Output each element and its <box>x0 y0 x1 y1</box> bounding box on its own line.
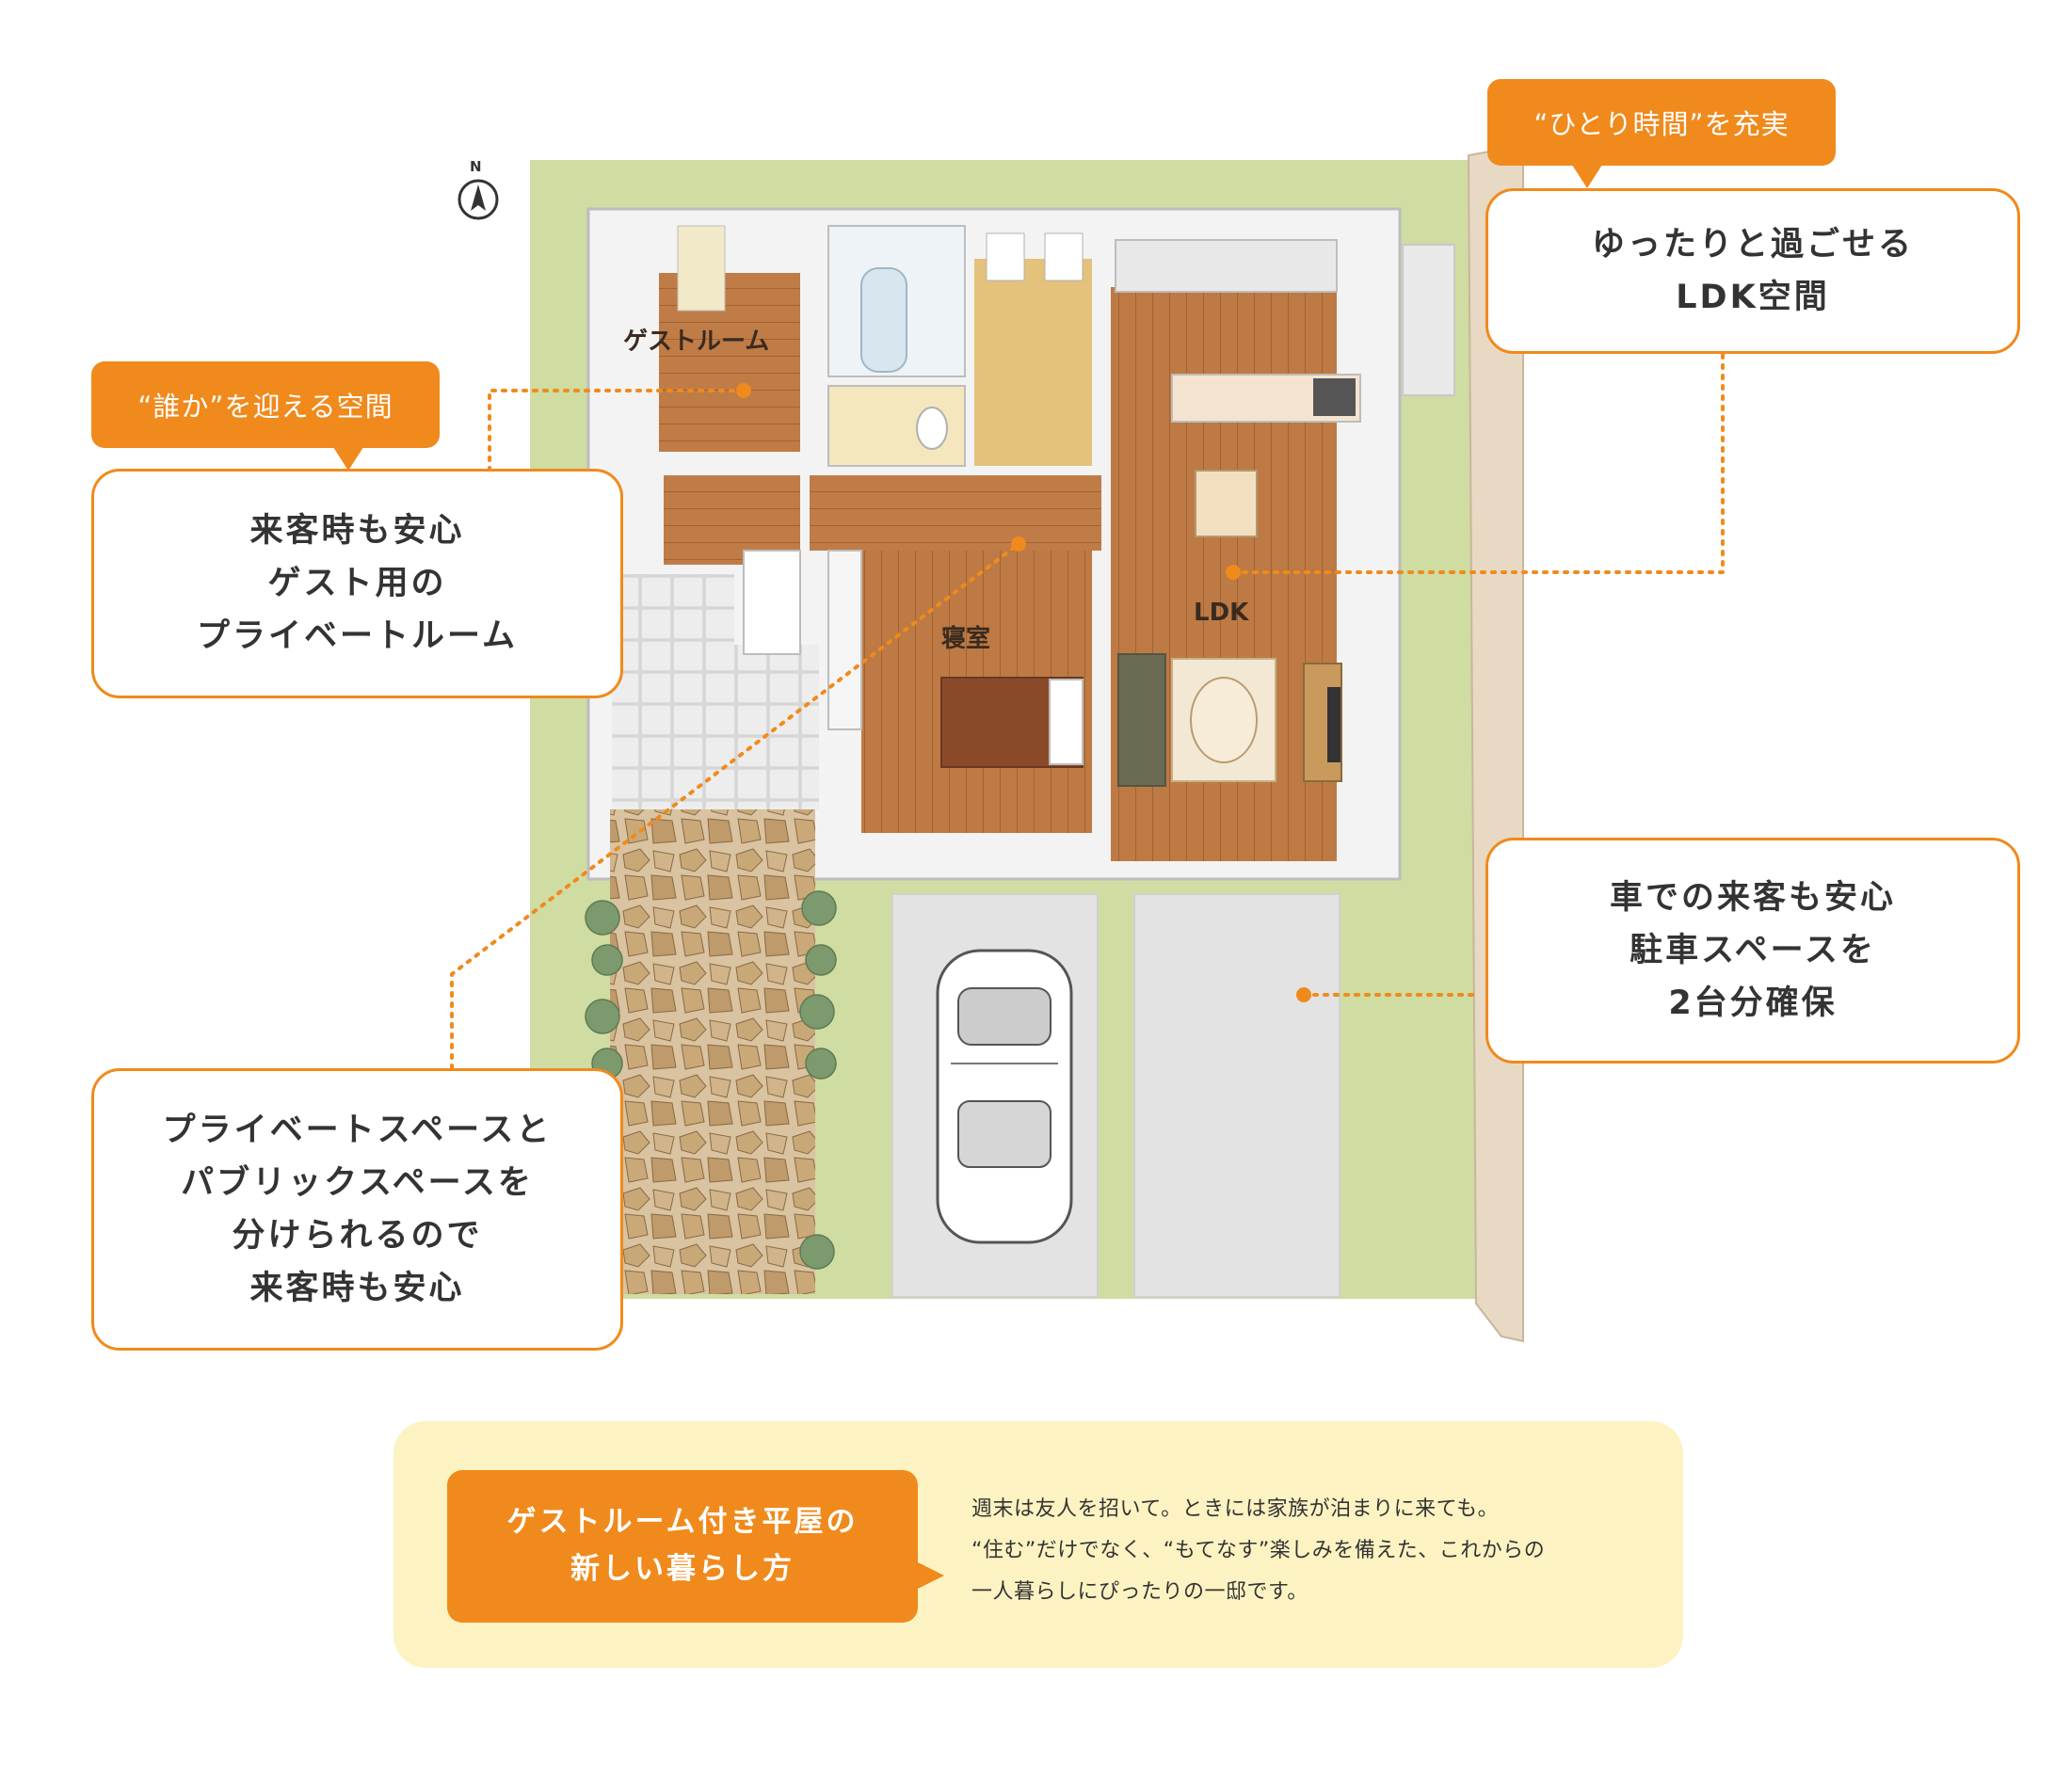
callout-parking-line2: 駐車スペースを <box>1630 932 1876 969</box>
callout-guest-line2: ゲスト用の <box>267 565 447 602</box>
entry-porch <box>612 574 734 645</box>
car <box>936 949 1073 1244</box>
kitchen-shelf <box>1115 239 1338 293</box>
info-title-tail <box>918 1562 944 1589</box>
callout-guest-line3: プライベートルーム <box>197 617 518 655</box>
dining-table <box>1195 470 1258 537</box>
tag-dareka: “誰か”を迎える空間 <box>91 361 440 448</box>
callout-guest-room: 来客時も安心 ゲスト用の プライベートルーム <box>91 469 623 698</box>
info-title: ゲストルーム付き平屋の 新しい暮らし方 <box>447 1470 918 1623</box>
callout-ldk-line2: LDK空間 <box>1676 279 1830 316</box>
info-body-line1: 週末は友人を招いて。ときには家族が泊まりに来ても。 <box>971 1497 1500 1521</box>
info-title-line2: 新しい暮らし方 <box>570 1552 795 1586</box>
parking-space-right <box>1133 893 1341 1298</box>
tag-hitori-jikan: “ひとり時間”を充実 <box>1487 79 1836 166</box>
callout-private-line3: 分けられるので <box>232 1217 483 1255</box>
toilet <box>916 407 948 450</box>
room-label-bedroom: 寝室 <box>941 625 991 653</box>
coffee-table <box>1190 677 1258 763</box>
info-body: 週末は友人を招いて。ときには家族が泊まりに来ても。 “住む”だけでなく、“もてな… <box>971 1489 1649 1613</box>
bathtub <box>860 267 907 373</box>
callout-private-line1: プライベートスペースと <box>162 1112 553 1149</box>
kitchen-stove <box>1313 378 1356 416</box>
tv <box>1327 687 1341 762</box>
leader-dots <box>736 383 1311 1002</box>
info-title-line1: ゲストルーム付き平屋の <box>506 1505 859 1540</box>
tag-tail-top-right <box>1570 162 1604 188</box>
callout-parking: 車での来客も安心 駐車スペースを 2台分確保 <box>1485 838 2020 1064</box>
leader-guest <box>488 389 746 472</box>
callout-ldk: ゆったりと過ごせる LDK空間 <box>1485 188 2020 354</box>
hallway-floor <box>810 475 1101 551</box>
sofa <box>1117 653 1166 787</box>
callout-private-public: プライベートスペースと パブリックスペースを 分けられるので 来客時も安心 <box>91 1068 623 1351</box>
leader-hall <box>450 542 1020 1070</box>
sink-right <box>1044 232 1084 281</box>
leader-lines <box>450 351 1725 1070</box>
guest-closet <box>677 225 726 312</box>
bed-pillow-area <box>1049 679 1084 765</box>
ldk-upper-floor <box>1120 287 1337 362</box>
washroom-floor <box>974 259 1092 466</box>
sink-left <box>986 232 1025 281</box>
callout-private-line4: 来客時も安心 <box>249 1270 465 1307</box>
bedroom-closet <box>827 550 862 730</box>
room-label-ldk: LDK <box>1194 599 1249 627</box>
info-body-line2: “住む”だけでなく、“もてなす”楽しみを備えた、これからの <box>971 1539 1546 1562</box>
guest-bed-white <box>743 550 801 655</box>
info-body-line3: 一人暮らしにぴったりの一邸です。 <box>971 1580 1308 1604</box>
callout-private-line2: パブリックスペースを <box>181 1164 534 1202</box>
tag-tail-top-left <box>331 444 365 471</box>
leader-ldk <box>1231 351 1725 574</box>
callout-parking-line3: 2台分確保 <box>1668 984 1838 1022</box>
room-label-guest: ゲストルーム <box>623 328 770 356</box>
side-deck <box>1402 244 1455 396</box>
callout-guest-line1: 来客時も安心 <box>249 512 465 550</box>
shrubs <box>585 890 837 1270</box>
entry-tile-area <box>612 645 819 809</box>
compass-icon <box>458 179 499 220</box>
stone-path <box>610 809 815 1294</box>
compass-label: N <box>470 158 482 175</box>
callout-ldk-line1: ゆったりと過ごせる <box>1591 226 1914 264</box>
callout-parking-line1: 車での来客も安心 <box>1609 879 1896 917</box>
